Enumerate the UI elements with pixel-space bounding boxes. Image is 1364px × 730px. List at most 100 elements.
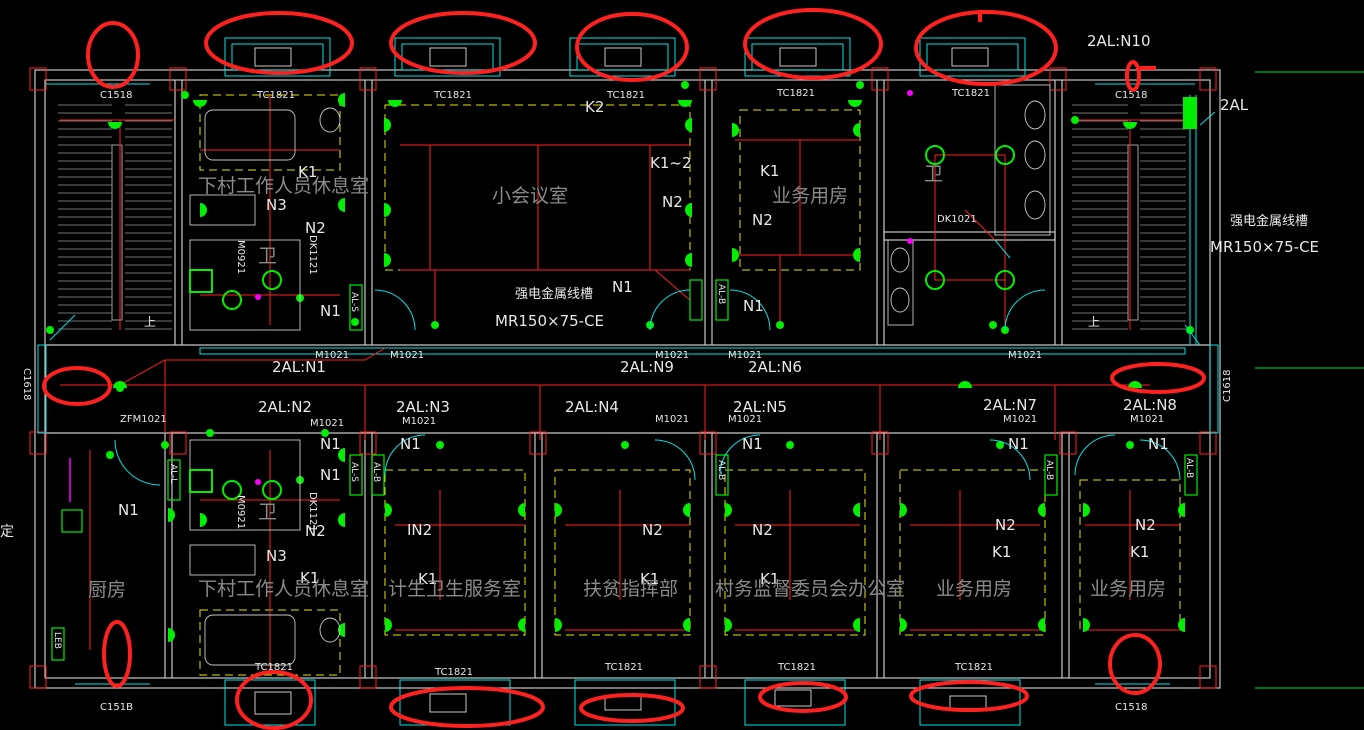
wall-lamp-fixture bbox=[200, 513, 207, 527]
wall-lamp-fixture bbox=[338, 198, 345, 212]
wall-lamp-fixture bbox=[685, 203, 692, 217]
wall-lamp-fixture bbox=[685, 118, 692, 132]
k1-rest-lower: K1 bbox=[300, 569, 319, 587]
room-business-lower2: 业务用房 bbox=[1090, 578, 1166, 600]
room-kitchen: 厨房 bbox=[88, 579, 126, 601]
n2-business: N2 bbox=[752, 211, 773, 229]
door-m0921-lower: M0921 bbox=[235, 495, 246, 529]
circuit-2al-n5: 2AL:N5 bbox=[733, 398, 787, 416]
n2-rest-upper: N2 bbox=[305, 219, 326, 237]
window-tc1821-10: TC1821 bbox=[254, 662, 293, 673]
junction-dot bbox=[321, 429, 329, 437]
junction-dot bbox=[1186, 326, 1194, 334]
n1-business-lower2: N1 bbox=[1148, 435, 1169, 453]
window-c1518-top-left: C1518 bbox=[100, 90, 132, 101]
wall-lamp-fixture bbox=[725, 618, 732, 632]
window-c1518-bottom: C1518 bbox=[1115, 702, 1147, 713]
box-al-b-1: AL-B bbox=[716, 284, 726, 304]
window-c1518-top: C1518 bbox=[1115, 90, 1147, 101]
room-small-meeting: 小会议室 bbox=[492, 185, 568, 207]
stair-treads bbox=[58, 104, 1186, 330]
wall-lamp-fixture bbox=[108, 122, 122, 129]
wall-lamp-fixture bbox=[853, 123, 860, 137]
k2-meeting: K2 bbox=[585, 98, 604, 116]
n3-rest-lower: N3 bbox=[266, 547, 287, 565]
wall-lamp-fixture bbox=[732, 248, 739, 262]
window-tc1821-9: TC1821 bbox=[954, 662, 993, 673]
tray-right-name: 强电金属线槽 bbox=[1230, 213, 1308, 229]
wall-lamp-fixture bbox=[900, 618, 907, 632]
wall-lamp-fixture bbox=[338, 448, 345, 462]
wall-lamp-fixture bbox=[385, 618, 392, 632]
door-m1021-6: M1021 bbox=[310, 418, 344, 429]
wall-lamp-fixture bbox=[555, 618, 562, 632]
panel-2al-box bbox=[1183, 97, 1197, 129]
n3-rest-upper: N3 bbox=[266, 196, 287, 214]
in2-fp: IN2 bbox=[407, 521, 432, 539]
room-rest-lower: 下村工作人员休息室 bbox=[198, 578, 369, 600]
wall-lamp-fixture bbox=[168, 628, 175, 642]
wall-lamp-fixture bbox=[384, 253, 391, 267]
door-m1021-10: M1021 bbox=[1003, 414, 1037, 425]
k1-business-lower1: K1 bbox=[992, 543, 1011, 561]
n1-rest-upper: N1 bbox=[320, 302, 341, 320]
labels-top: 2AL:N10 2AL 强电金属线槽 MR150×75-CE 强电金属线槽 MR… bbox=[495, 32, 1319, 330]
door-m1021-9: M1021 bbox=[728, 414, 762, 425]
wall-lamp-fixture bbox=[338, 513, 345, 527]
room-names: 下村工作人员休息室 小会议室 业务用房 卫 卫 卫 厨房 下村工作人员休息室 计… bbox=[88, 163, 1166, 601]
door-m1021-1: M1021 bbox=[315, 350, 349, 361]
stair-up-left: 上 bbox=[144, 315, 156, 329]
junction-dot bbox=[1126, 441, 1134, 449]
wall-lamp-fixture bbox=[555, 503, 562, 517]
door-m1021-5: M1021 bbox=[1008, 350, 1042, 361]
box-al-s-2: AL-S bbox=[349, 462, 359, 482]
edge-lines bbox=[1255, 71, 1364, 689]
window-c1618-left: C1618 bbox=[21, 368, 32, 400]
junction-dot bbox=[436, 441, 444, 449]
tray-mid-name: 强电金属线槽 bbox=[515, 286, 593, 302]
window-tc1821-4: TC1821 bbox=[776, 88, 815, 99]
k1-poverty: K1 bbox=[640, 570, 659, 588]
door-m1021-8: M1021 bbox=[655, 414, 689, 425]
wall-lamp-fixture bbox=[1178, 503, 1185, 517]
junction-dot bbox=[116, 384, 124, 392]
room-business-lower1: 业务用房 bbox=[936, 578, 1012, 600]
circuit-2al-n6: 2AL:N6 bbox=[748, 358, 802, 376]
n2-poverty: N2 bbox=[642, 521, 663, 539]
room-family-planning: 计生卫生服务室 bbox=[388, 578, 521, 600]
wall-lamp-fixture bbox=[1123, 122, 1137, 129]
door-m1021-4: M1021 bbox=[728, 350, 762, 361]
wall-lamp-fixture bbox=[1038, 503, 1045, 517]
wall-lamp-fixture bbox=[1083, 618, 1090, 632]
junction-dot bbox=[996, 441, 1004, 449]
misc-labels: 上 上 定 bbox=[0, 315, 1100, 540]
door-m1021-2: M1021 bbox=[390, 350, 424, 361]
window-tc1821-5: TC1821 bbox=[951, 88, 990, 99]
n2-rest-lower: N2 bbox=[305, 522, 326, 540]
window-c1518b-bottom: C151B bbox=[100, 702, 133, 713]
room-supervision: 村务监督委员会办公室 bbox=[715, 578, 905, 600]
n2-business-lower2: N2 bbox=[1135, 516, 1156, 534]
circuit-2al-n9: 2AL:N9 bbox=[620, 358, 674, 376]
junction-dot bbox=[181, 91, 189, 99]
n1-fp: N1 bbox=[400, 435, 421, 453]
wc-rest-lower: 卫 bbox=[258, 501, 277, 523]
wall-lamp-fixture bbox=[200, 203, 207, 217]
door-m1021-3: M1021 bbox=[655, 350, 689, 361]
door-m0921-upper: M0921 bbox=[235, 240, 246, 274]
room-business-upper: 业务用房 bbox=[772, 185, 848, 207]
window-tc1821-7: TC1821 bbox=[604, 662, 643, 673]
k1-business-lower2: K1 bbox=[1130, 543, 1149, 561]
n1-rest-lower-a: N1 bbox=[320, 435, 341, 453]
box-al-l: AL-L bbox=[168, 464, 178, 483]
junction-dot bbox=[989, 321, 997, 329]
window-tc1821-8: TC1821 bbox=[777, 662, 816, 673]
switch-circuit-labels: K2 K1~2 N2 N1 K1 N2 N1 K1 N3 N2 N1 N1 N1… bbox=[118, 98, 1169, 588]
n1-supervision: N1 bbox=[742, 435, 763, 453]
wall-lamp-fixture bbox=[1083, 503, 1090, 517]
wall-lamp-fixture bbox=[848, 100, 862, 107]
sanitary-fixtures bbox=[189, 84, 1051, 666]
wall-lamp-fixture bbox=[900, 503, 907, 517]
wall-lamp-fixture bbox=[683, 618, 690, 632]
